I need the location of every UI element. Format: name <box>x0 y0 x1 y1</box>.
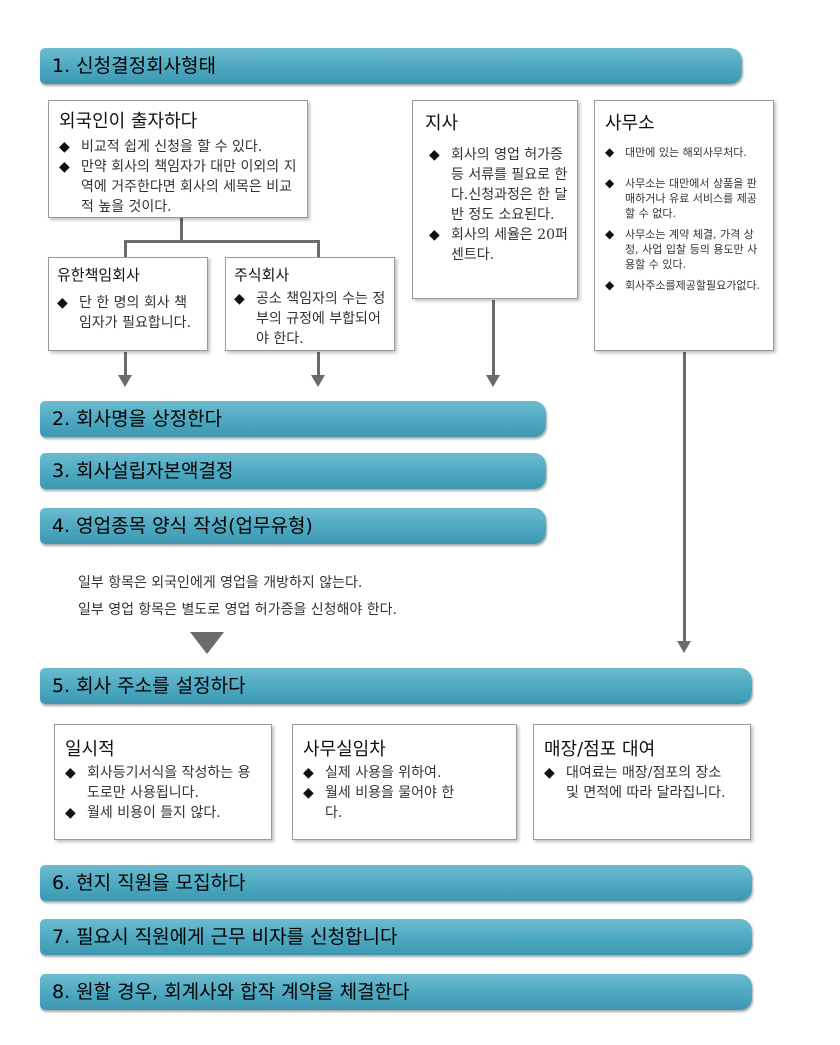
llc-item-1: 단 한 명의 회사 책임자가 필요합니다. <box>57 293 199 333</box>
branch-title: 지사 <box>425 113 459 134</box>
branch-box: 지사 회사의 영업 허가증 등 서류를 필요로 한다.신청과정은 한 달 반 정… <box>412 100 578 299</box>
lease-item-1: 실제 사용을 위하여. <box>303 763 506 783</box>
arrow-branch-shaft <box>492 300 495 376</box>
temporary-title: 일시적 <box>65 739 115 760</box>
branch-item-2: 회사의 세율은 20퍼센트다. <box>429 225 569 265</box>
note-1: 일부 항목은 외국인에게 영업을 개방하지 않는다. <box>78 575 363 591</box>
lease-item-2: 월세 비용을 물어야 한다. <box>303 783 506 823</box>
llc-title: 유한책임회사 <box>57 266 140 284</box>
office-item-2: 사무소는 대만에서 상품을 판매하거나 유료 서비스를 제공할 수 없다. <box>605 176 763 221</box>
store-item-1: 대여료는 매장/점포의 장소 및 면적에 따라 달라집니다. <box>544 763 740 803</box>
office-item-4: 회사주소를제공할필요가없다. <box>605 278 763 293</box>
step-3-bar: 3. 회사설립자본액결정 <box>40 453 546 489</box>
arrow-branch-head <box>486 375 500 387</box>
office-lease-box: 사무실임차 실제 사용을 위하여. 월세 비용을 물어야 한다. <box>292 724 517 840</box>
temporary-box: 일시적 회사등기서식을 작성하는 용도로만 사용됩니다. 월세 비용이 들지 않… <box>54 724 272 840</box>
connector-horizontal <box>124 240 320 243</box>
corporation-title: 주식회사 <box>234 266 290 284</box>
llc-box: 유한책임회사 단 한 명의 회사 책임자가 필요합니다. <box>48 257 208 351</box>
step-5-bar: 5. 회사 주소를 설정하다 <box>40 668 752 704</box>
store-rental-box: 매장/점포 대여 대여료는 매장/점포의 장소 및 면적에 따라 달라집니다. <box>533 724 751 840</box>
office-item-3: 사무소는 계약 체결, 가격 상정, 사업 입찰 등의 용도만 사용할 수 있다… <box>605 227 763 272</box>
corporation-box: 주식회사 공소 책임자의 수는 정부의 규정에 부합되어야 한다. <box>225 257 395 351</box>
step-4-bar: 4. 영업종목 양식 작성(업무유형) <box>40 508 546 544</box>
step-6-bar: 6. 현지 직원을 모집하다 <box>40 865 752 901</box>
temp-item-1: 회사등기서식을 작성하는 용도로만 사용됩니다. <box>65 763 261 803</box>
connector-foreign-down <box>180 218 183 242</box>
arrow-office-shaft <box>683 352 686 642</box>
arrow-office-head <box>677 641 691 653</box>
arrow-llc-shaft <box>124 352 127 376</box>
office-item-1: 대만에 있는 해외사무처다. <box>605 145 763 160</box>
arrow-corp-shaft <box>317 352 320 376</box>
foreign-investment-title: 외국인이 출자하다 <box>59 111 198 132</box>
foreign-item-2: 만약 회사의 책임자가 대만 이외의 지역에 거주한다면 회사의 세목은 비교적… <box>59 157 297 217</box>
step-2-bar: 2. 회사명을 상정한다 <box>40 401 546 437</box>
foreign-investment-box: 외국인이 출자하다 비교적 쉽게 신청을 할 수 있다. 만약 회사의 책임자가… <box>48 100 308 218</box>
connector-llc <box>124 240 127 257</box>
arrow-corp-head <box>311 375 325 387</box>
step-7-bar: 7. 필요시 직원에게 근무 비자를 신청합니다 <box>40 919 752 955</box>
temp-item-2: 월세 비용이 들지 않다. <box>65 803 261 823</box>
note-2: 일부 영업 항목은 별도로 영업 허가증을 신청해야 한다. <box>78 602 397 618</box>
step-8-bar: 8. 원할 경우, 회계사와 합작 계약을 체결한다 <box>40 974 752 1010</box>
branch-item-1: 회사의 영업 허가증 등 서류를 필요로 한다.신청과정은 한 달 반 정도 소… <box>429 145 569 225</box>
office-title: 사무소 <box>605 113 655 134</box>
triangle-down-icon <box>190 632 224 654</box>
store-rental-title: 매장/점포 대여 <box>544 739 656 760</box>
foreign-item-1: 비교적 쉽게 신청을 할 수 있다. <box>59 137 297 157</box>
corp-item-1: 공소 책임자의 수는 정부의 규정에 부합되어야 한다. <box>234 289 386 349</box>
arrow-llc-head <box>118 375 132 387</box>
connector-corp <box>317 240 320 257</box>
office-lease-title: 사무실임차 <box>303 739 386 760</box>
step-1-bar: 1. 신청결정회사형태 <box>40 48 742 84</box>
office-box: 사무소 대만에 있는 해외사무처다. 사무소는 대만에서 상품을 판매하거나 유… <box>594 100 774 351</box>
